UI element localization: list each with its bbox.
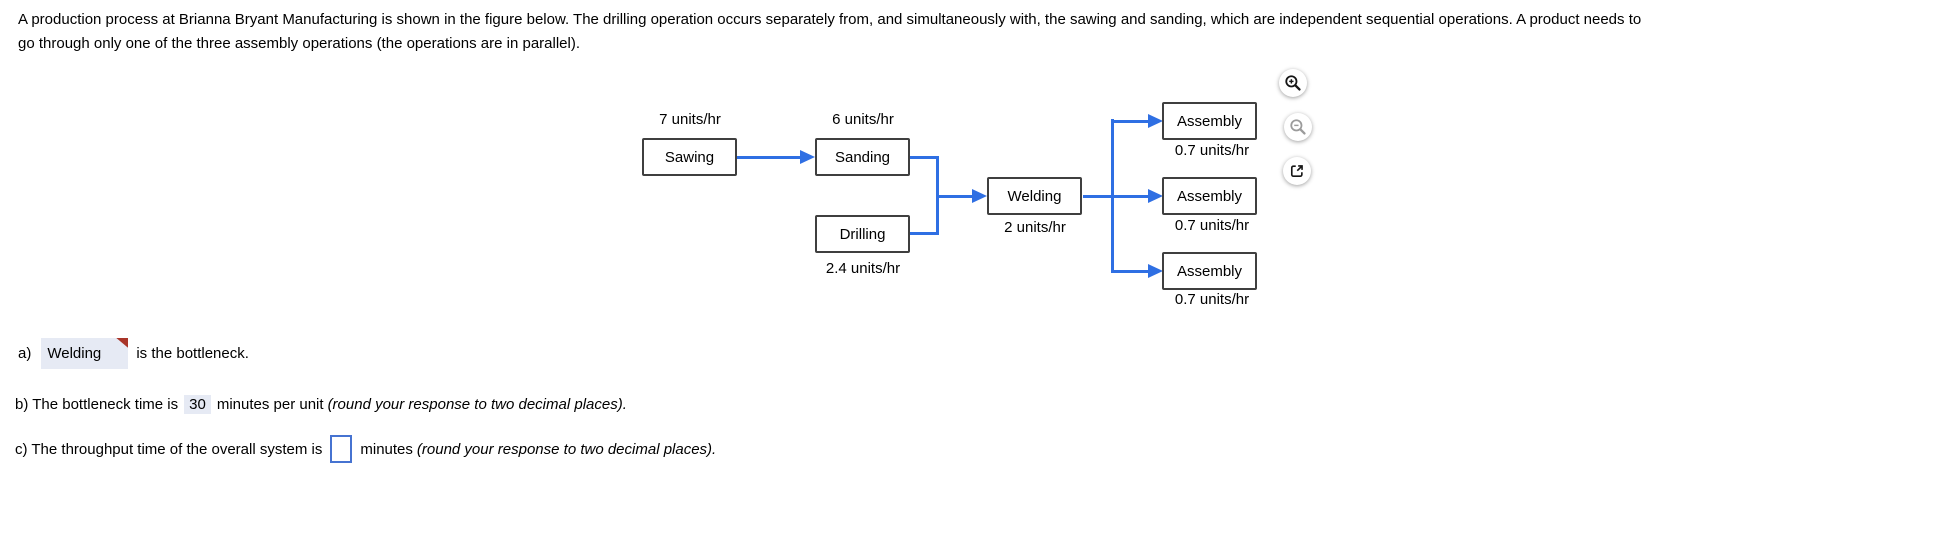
connector-join-welding: [936, 195, 973, 198]
node-assembly-1: Assembly: [1162, 102, 1257, 140]
answer-c-unit: minutes: [360, 440, 413, 458]
rate-label-sanding: 6 units/hr: [832, 111, 894, 128]
answer-a-text: is the bottleneck.: [136, 345, 249, 362]
arrowhead-into-assembly-1: [1148, 114, 1163, 128]
answer-row-c: c) The throughput time of the overall sy…: [15, 435, 716, 463]
arrowhead-into-welding: [972, 189, 987, 203]
connector-sanding-join: [910, 156, 938, 159]
answer-c-input[interactable]: [330, 435, 353, 463]
answer-b-label: b) The bottleneck time is: [15, 395, 179, 413]
node-assembly-2: Assembly: [1162, 177, 1257, 215]
connector-drilling-join: [910, 232, 938, 235]
answer-a-value: Welding: [47, 345, 102, 362]
rate-label-sawing: 7 units/hr: [659, 111, 721, 128]
answer-c-label: c) The throughput time of the overall sy…: [15, 440, 323, 458]
external-link-icon: [1288, 162, 1306, 180]
arrowhead-into-assembly-3: [1148, 264, 1163, 278]
zoom-out-button[interactable]: [1284, 113, 1312, 141]
rate-label-assembly-2: 0.7 units/hr: [1174, 217, 1250, 234]
answer-c-note: (round your response to two decimal plac…: [416, 440, 717, 458]
rate-label-drilling: 2.4 units/hr: [825, 260, 901, 277]
node-drilling: Drilling: [815, 215, 910, 253]
question-text-line1: A production process at Brianna Bryant M…: [18, 11, 1642, 28]
open-figure-button[interactable]: [1283, 157, 1311, 185]
answer-b-unit: minutes per unit: [216, 395, 324, 413]
connector-branch-vertical: [1111, 119, 1114, 273]
answer-a-dropdown[interactable]: Welding: [41, 338, 129, 369]
answer-row-b: b) The bottleneck time is 30 minutes per…: [15, 393, 627, 415]
rate-label-welding: 2 units/hr: [1004, 219, 1066, 236]
answer-marker-icon: [116, 338, 129, 348]
arrowhead-into-sanding: [800, 150, 815, 164]
connector-branch-bottom: [1111, 270, 1149, 273]
answer-b-note: (round your response to two decimal plac…: [327, 395, 627, 413]
node-sawing: Sawing: [642, 138, 737, 176]
node-assembly-3: Assembly: [1162, 252, 1257, 290]
node-sanding: Sanding: [815, 138, 910, 176]
question-text-line2: go through only one of the three assembl…: [18, 35, 581, 52]
arrowhead-into-assembly-2: [1148, 189, 1163, 203]
answer-b-field[interactable]: 30: [184, 394, 211, 414]
zoom-out-icon: [1289, 118, 1307, 136]
question-text: A production process at Brianna Bryant M…: [18, 8, 1923, 56]
node-welding: Welding: [987, 177, 1082, 215]
connector-welding-branch: [1083, 195, 1149, 198]
connector-sawing-sanding: [737, 156, 801, 159]
connector-branch-top: [1111, 120, 1149, 123]
zoom-in-icon: [1284, 74, 1302, 92]
zoom-in-button[interactable]: [1279, 69, 1307, 97]
answer-a-label: a): [18, 345, 32, 362]
answer-row-a: a) Welding is the bottleneck.: [18, 338, 249, 369]
rate-label-assembly-3: 0.7 units/hr: [1174, 291, 1250, 308]
rate-label-assembly-1: 0.7 units/hr: [1174, 142, 1250, 159]
